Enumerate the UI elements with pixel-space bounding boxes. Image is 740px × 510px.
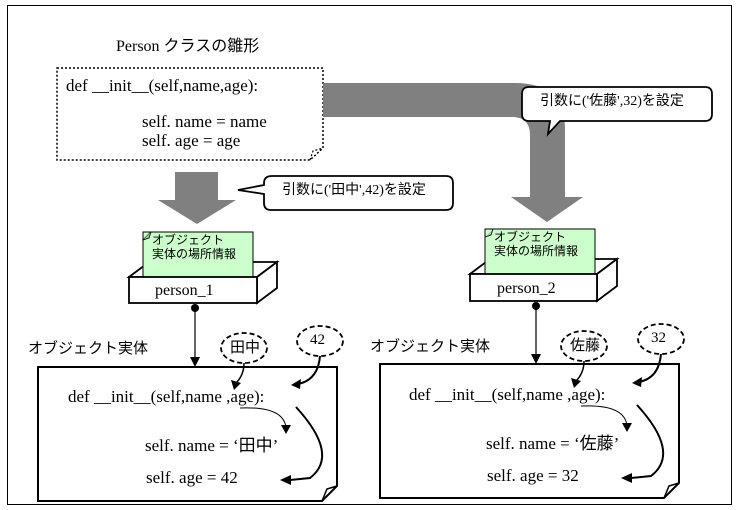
arg-age-2: 32 [651, 330, 666, 346]
arg-name-ellipse-2 [560, 330, 608, 362]
variable-person-1: person_1 [155, 282, 214, 299]
person-2-box [467, 228, 620, 303]
template-body-line-2: self. age = age [142, 131, 241, 150]
instance-2-def-line: def __init__(self,name ,age): [409, 385, 606, 404]
class-template-title: Person クラスの雛形 [116, 38, 260, 55]
variable-person-2: person_2 [497, 280, 556, 297]
down-arrow-person-1 [158, 172, 236, 224]
class-template-box [56, 67, 324, 161]
callout-tanaka: 引数に('田中',42)を設定 [282, 183, 426, 198]
arg-name-ellipse-1 [220, 332, 268, 364]
template-body-line-1: self. name = name [142, 112, 267, 131]
note-1-line-1: オブジェクト [152, 233, 225, 247]
template-def-line: def __init__(self,name,age): [66, 76, 259, 95]
arg-age-ellipse-1 [296, 325, 344, 357]
note-2-line-1: オブジェクト [494, 230, 567, 244]
pointer-arrowhead-2 [531, 354, 541, 364]
person-1-box [126, 231, 280, 305]
instance-2-box [379, 363, 680, 499]
pointer-arrowhead-1 [190, 357, 200, 367]
instance-1-body-line-2: self. age = 42 [146, 468, 238, 487]
callout-sato-shape [521, 86, 713, 137]
bent-arrow-person-2 [323, 83, 583, 222]
note-1-line-2: 実体の場所情報 [152, 247, 237, 261]
instance-1-body-line-1: self. name = ‘田中’ [145, 436, 279, 455]
arg-age-ellipse-2 [637, 323, 685, 355]
diagram-frame [7, 5, 732, 505]
class-template-fold [309, 147, 324, 161]
arg-name-2: 佐藤 [570, 336, 601, 354]
arg-age-1: 42 [310, 332, 325, 348]
instance-2-body-line-1: self. name = ‘佐藤’ [486, 434, 620, 453]
callout-tanaka-shape [237, 175, 454, 211]
callout-sato: 引数に('佐藤',32)を設定 [540, 94, 684, 109]
instance-1-flow-arrows [235, 355, 324, 481]
instance-1-def-line: def __init__(self,name ,age): [68, 387, 265, 406]
instance-1-box [37, 366, 338, 502]
instance-2-flow-arrows [575, 353, 665, 479]
note-2-line-2: 実体の場所情報 [494, 244, 579, 258]
instance-2-label: オブジェクト実体 [370, 337, 491, 355]
arg-name-1: 田中 [230, 338, 261, 356]
instance-1-label: オブジェクト実体 [28, 339, 149, 357]
instance-2-body-line-2: self. age = 32 [487, 466, 579, 485]
